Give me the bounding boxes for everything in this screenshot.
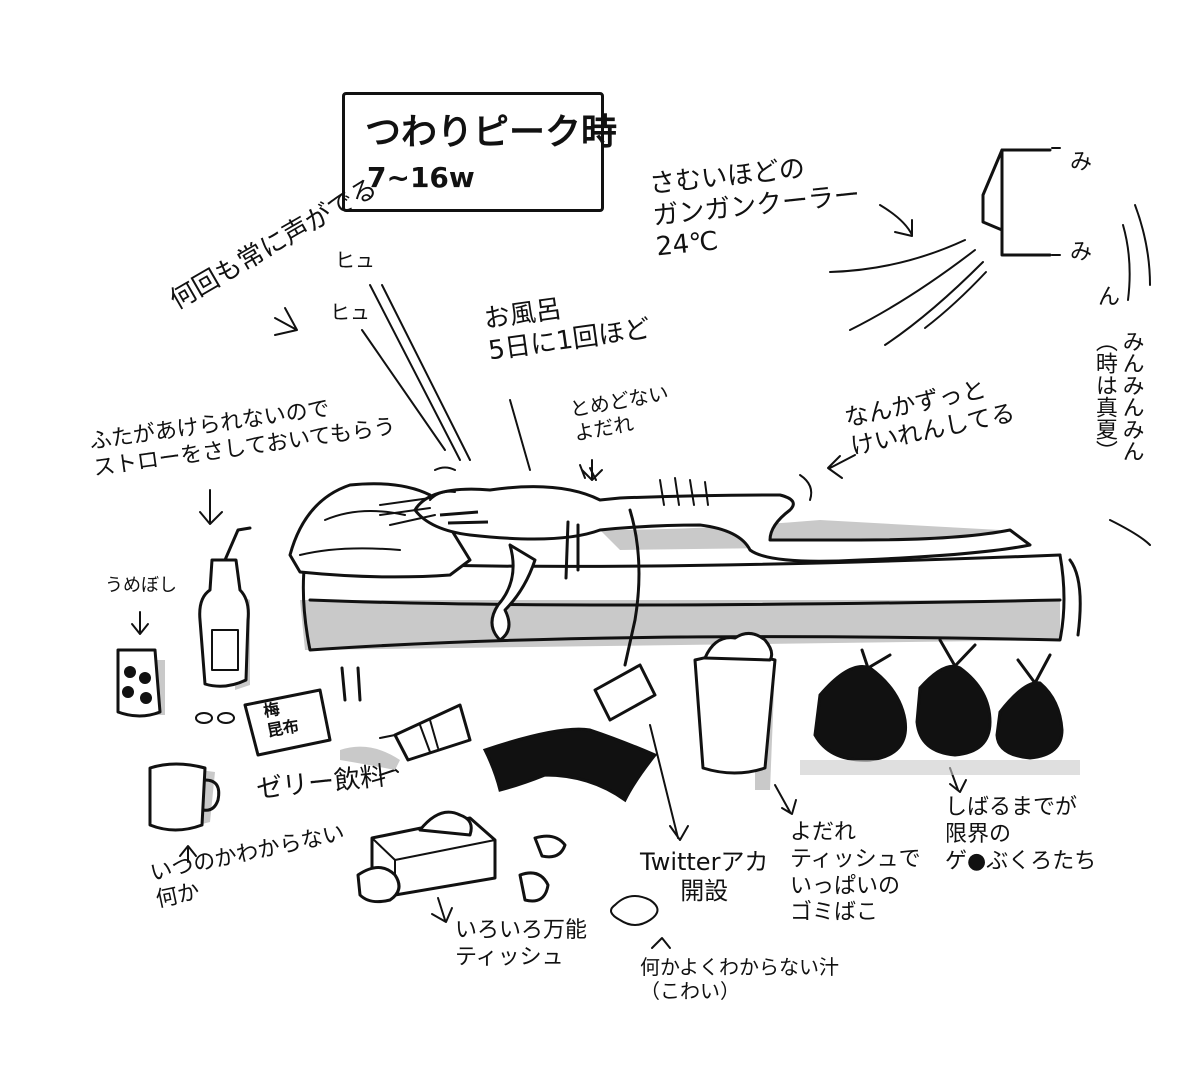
arrow-trash [774, 784, 797, 815]
tissue-crumple-3 [533, 834, 567, 859]
breath-lines [361, 284, 531, 471]
phone-on-cable [593, 508, 657, 722]
title-box: つわりピーク時 7~16w [342, 92, 617, 212]
label-trash: よだれ ティッシュで いっぱいの ゴミばこ [790, 820, 921, 926]
arrow-to-ac [879, 204, 913, 237]
arrow-voice [274, 307, 298, 336]
air-flow-lines [829, 239, 987, 346]
pills [195, 712, 235, 724]
label-snack: 梅 昆布 [262, 699, 301, 740]
label-cicada-side: みんみんみん （時は真夏） [1091, 330, 1144, 462]
label-tissue: いろいろ万能 ティッシュ [455, 918, 588, 970]
cicada-lines [1109, 204, 1151, 546]
arrow-tissue [431, 897, 453, 923]
title-main: つわりピーク時 [365, 112, 618, 153]
garbage-bags [800, 638, 1080, 775]
arrow-juice [651, 937, 671, 949]
arrow-mug [179, 845, 197, 863]
label-cicada-1: み [1070, 150, 1093, 175]
jelly-pouch [340, 703, 472, 770]
tissue-crumple-2 [518, 871, 550, 903]
label-umeboshi: うめぼし [105, 575, 177, 596]
tissue-crumple-1 [356, 866, 401, 904]
label-hyu-2: ヒュ [330, 300, 370, 324]
tissue-box [370, 810, 497, 897]
label-hyu-1: ヒュ [335, 248, 375, 272]
arrow-straw [199, 489, 223, 525]
arrow-spasm [827, 454, 856, 479]
arrow-umeboshi [131, 611, 149, 635]
label-twitter: Twitterアカ 開設 [640, 848, 769, 906]
label-cicada-2: み [1070, 240, 1093, 265]
ac-bracket-lines [1051, 147, 1061, 256]
water-bottle [198, 526, 252, 690]
black-cloth [482, 727, 658, 803]
air-conditioner [981, 148, 1052, 257]
mug [148, 762, 221, 832]
trash-can [693, 632, 777, 790]
label-cicada-3: ん [1098, 285, 1121, 310]
title-sub: 7~16w [367, 161, 475, 194]
person-lying [379, 464, 1032, 642]
snack-bag [243, 688, 332, 757]
label-bags: しばるまでが 限界の ゲ●ぶくろたち [945, 795, 1097, 874]
umeboshi-jar [116, 648, 165, 718]
label-mystery-juice: 何かよくわからない汁 （こわい） [640, 955, 839, 1004]
arrow-twitter [649, 724, 689, 841]
mystery-puddle [610, 895, 659, 926]
arrow-drool [581, 459, 603, 481]
